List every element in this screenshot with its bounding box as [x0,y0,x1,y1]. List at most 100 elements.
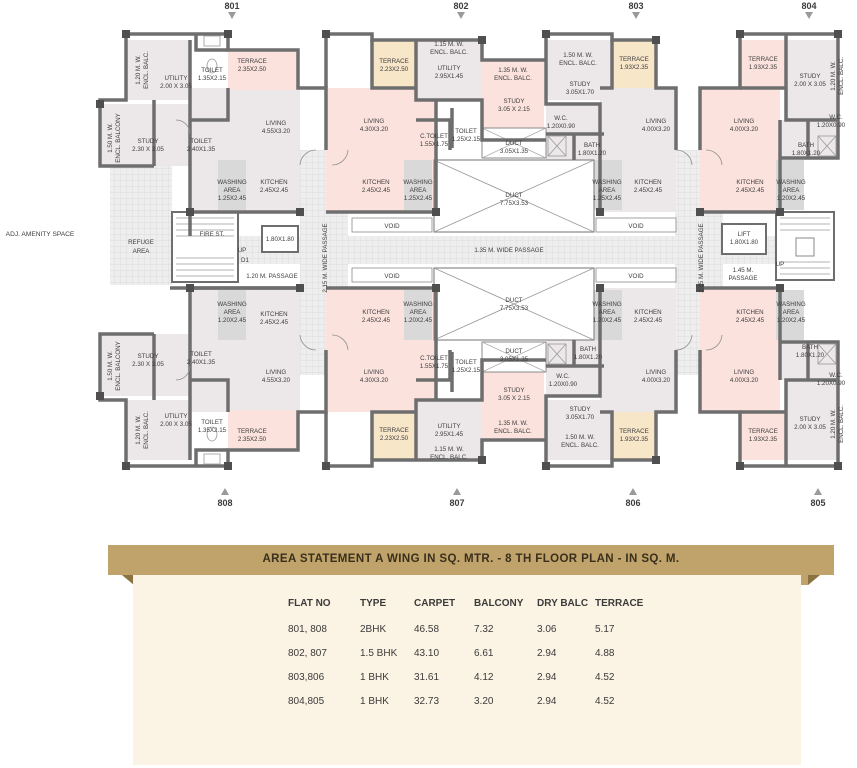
flat-805-bath-label: BATH [802,344,818,351]
flat-801-washing-label: WASHING [217,179,247,186]
flat-808-terrace-label: TERRACE [237,428,267,435]
flat-804-number: 804 [801,1,816,11]
flat-802-ctoilet-dim: 1.55X1.75 [420,141,449,148]
flat-804-living-label: LIVING [734,118,754,125]
flat-802-balc-side-sub: ENCL. BALC. [494,75,532,82]
flat-802-balc-top-sub: ENCL. BALC. [430,49,468,56]
fire-stair-label: FIRE ST. [200,231,225,238]
flat-804-wc-dim: 1.20X0.90 [817,122,846,129]
flat-808-balcony-sub: ENCL. BALCONY [115,341,122,391]
right-lift-shaft [721,223,767,255]
flat-808-washing-area: AREA [224,309,242,316]
flat-801-terrace-label: TERRACE [237,58,267,65]
flat-804-study-dim: 2.00 X 3.05 [794,81,826,88]
duct-main-bottom-label: DUCT [505,297,522,304]
flat-801-kitchen-label: KITCHEN [260,179,287,186]
cell-balcony: 7.32 [474,623,494,635]
flat-803-study-dim: 3.05X1.70 [566,89,595,96]
flat-807-balc-bottom-sub: ENCL. BALC. [430,454,468,461]
flat-804-living-dim: 4.00X3.20 [730,126,759,133]
flat-803-wc-dim: 1.20X0.90 [547,123,576,130]
cell-flat-no: 804,805 [288,695,325,707]
header-dry-balc: DRY BALC [537,597,589,609]
flat-804-kitchen-label: KITCHEN [736,179,763,186]
flat-808-toilet2-label: TOILET [190,351,212,358]
cell-balcony: 4.12 [474,671,494,683]
flat-801-toilet2-dim: 2.40X1.35 [187,146,216,153]
flat-804-bath-label: BATH [798,142,814,149]
flat-807-terrace-dim: 2.23X2.50 [380,435,409,442]
duct-main-top-label: DUCT [505,192,522,199]
flat-801-washing-dim: 1.25X2.45 [218,195,247,202]
left-lift-dim: 1.80X1.80 [266,236,295,243]
flat-808-study-dim: 2.30 X 3.05 [132,361,164,368]
flat-801-study-label: STUDY [138,138,159,145]
table-row: 804,805 1 BHK 32.73 3.20 2.94 4.52 [288,695,655,719]
flat-807-ctoilet-dim: 1.55X1.75 [420,363,449,370]
flat-808-toilet2-dim: 2.40X1.35 [187,359,216,366]
flat-808-number: 808 [217,498,232,508]
flat-805-bath-dim: 1.80X1.20 [796,352,825,359]
flat-803-washing-area: AREA [599,187,617,194]
cell-type: 2BHK [360,623,387,635]
flat-806-terrace-dim: 1.93X2.35 [620,436,649,443]
flat-802-utility-dim: 2.95X1.45 [435,73,464,80]
flat-801-balcony-sub: ENCL. BALCONY [115,113,122,163]
cell-dry-balc: 2.94 [537,671,557,683]
flat-804-terrace-label: TERRACE [748,56,778,63]
flat-802-utility-label: UTILITY [437,65,460,72]
right-lift-dim: 1.80X1.80 [730,239,759,246]
duct-main-bottom-dim: 7.75X3.53 [500,305,529,312]
flat-807-living-label: LIVING [364,369,384,376]
flat-804-balc-label: 1.20 M. W. [830,61,837,91]
void-label-4: VOID [628,273,644,280]
flat-805-number: 805 [810,498,825,508]
flat-807-utility-dim: 2.95X1.45 [435,431,464,438]
header-flat-no: FLAT NO [288,597,331,609]
flat-808-utility-label: UTILITY [164,413,187,420]
flat-806-wc-label: W.C. [556,373,570,380]
flat-808-utility-dim: 2.00 X 3.05 [160,421,192,428]
flat-802-ctoilet-label: C.TOILET [420,133,448,140]
refuge-area [110,165,172,285]
flat-805-washing-dim: 1.20X2.45 [777,317,806,324]
flat-805-kitchen-label: KITCHEN [736,309,763,316]
duct-bottom-dim: 3.05X1.35 [500,356,529,363]
cell-carpet: 43.10 [414,647,440,659]
flat-804-washing-area: AREA [783,187,801,194]
cell-carpet: 46.58 [414,623,440,635]
flat-808-washing-dim: 1.20X2.45 [218,317,247,324]
flat-806-kitchen-dim: 2.45X2.45 [634,317,663,324]
flat-801-balcony-label: 1.50 M. W. [107,123,114,153]
flat-803-balc-sub: ENCL. BALC. [559,60,597,67]
flat-802-toilet-label: TOILET [455,128,477,135]
flat-808-balc-sub: ENCL. BALC. [143,411,150,449]
flat-808-washing-label: WASHING [217,301,247,308]
flat-805-living-label: LIVING [734,369,754,376]
cell-carpet: 32.73 [414,695,440,707]
flat-806-washing-area: AREA [599,309,617,316]
flat-801-toilet1-dim: 1.35X2.15 [198,75,227,82]
header-balcony: BALCONY [474,597,524,609]
flat-802-kitchen-label: KITCHEN [362,179,389,186]
cell-dry-balc: 2.94 [537,695,557,707]
cell-dry-balc: 2.94 [537,647,557,659]
flat-803-terrace-dim: 1.93X2.35 [620,64,649,71]
flat-802-living-label: LIVING [364,118,384,125]
flat-807-kitchen-label: KITCHEN [362,309,389,316]
flat-803-washing-dim: 1.25X2.45 [593,195,622,202]
void-label-1: VOID [384,223,400,230]
flat-801-toilet1-label: TOILET [201,67,223,74]
cell-carpet: 31.61 [414,671,440,683]
flat-801-toilet2-label: TOILET [190,138,212,145]
area-statement-title: AREA STATEMENT A WING IN SQ. MTR. - 8 TH… [262,553,680,565]
refuge-sub: AREA [133,248,151,255]
flat-802-balc-top-label: 1.15 M. W. [434,41,464,48]
flat-805-terrace-label: TERRACE [748,428,778,435]
floor-plan: 801 802 803 804 808 807 806 805 ADJ. AME… [6,1,846,508]
flat-802-washing-area: AREA [410,187,428,194]
flat-802-toilet-dim: 1.25X2.15 [452,136,481,143]
duct-top-label: DUCT [505,140,522,147]
flat-807-balc-bottom-label: 1.15 M. W. [434,446,464,453]
flat-804-study-label: STUDY [800,73,821,80]
